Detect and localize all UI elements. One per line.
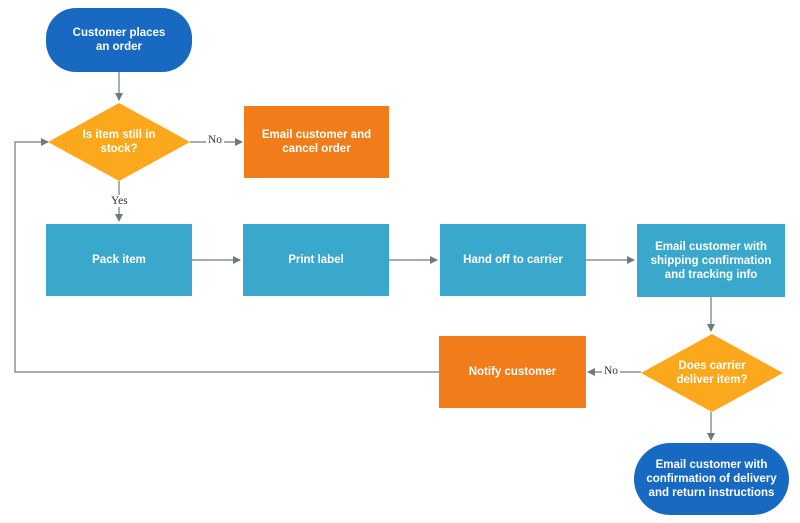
edge-label-no-stock: No bbox=[206, 134, 225, 146]
carrier-delivers-decision-label: Does carrier deliver item? bbox=[676, 360, 748, 386]
shipping-confirmation-step: Email customer with shipping confirmatio… bbox=[637, 224, 785, 297]
edge-label-yes-stock: Yes bbox=[109, 195, 130, 207]
edge-label-no-deliver: No bbox=[602, 365, 621, 377]
edge-notify-loop-back bbox=[14, 138, 439, 373]
in-stock-decision-label: Is item still in stock? bbox=[82, 129, 156, 155]
start-terminal: Customer places an order bbox=[46, 8, 192, 72]
decision-diamond-shape bbox=[48, 103, 190, 181]
hand-off-step: Hand off to carrier bbox=[440, 224, 586, 296]
pack-item-step: Pack item bbox=[46, 224, 192, 296]
print-label-step: Print label bbox=[243, 224, 389, 296]
final-terminal: Email customer with confirmation of deli… bbox=[634, 443, 789, 515]
in-stock-decision: Is item still in stock? bbox=[48, 103, 190, 181]
cancel-order-step: Email customer and cancel order bbox=[244, 106, 389, 178]
carrier-delivers-decision: Does carrier deliver item? bbox=[641, 334, 783, 412]
decision-diamond-shape bbox=[641, 334, 783, 412]
notify-customer-step: Notify customer bbox=[439, 336, 586, 408]
